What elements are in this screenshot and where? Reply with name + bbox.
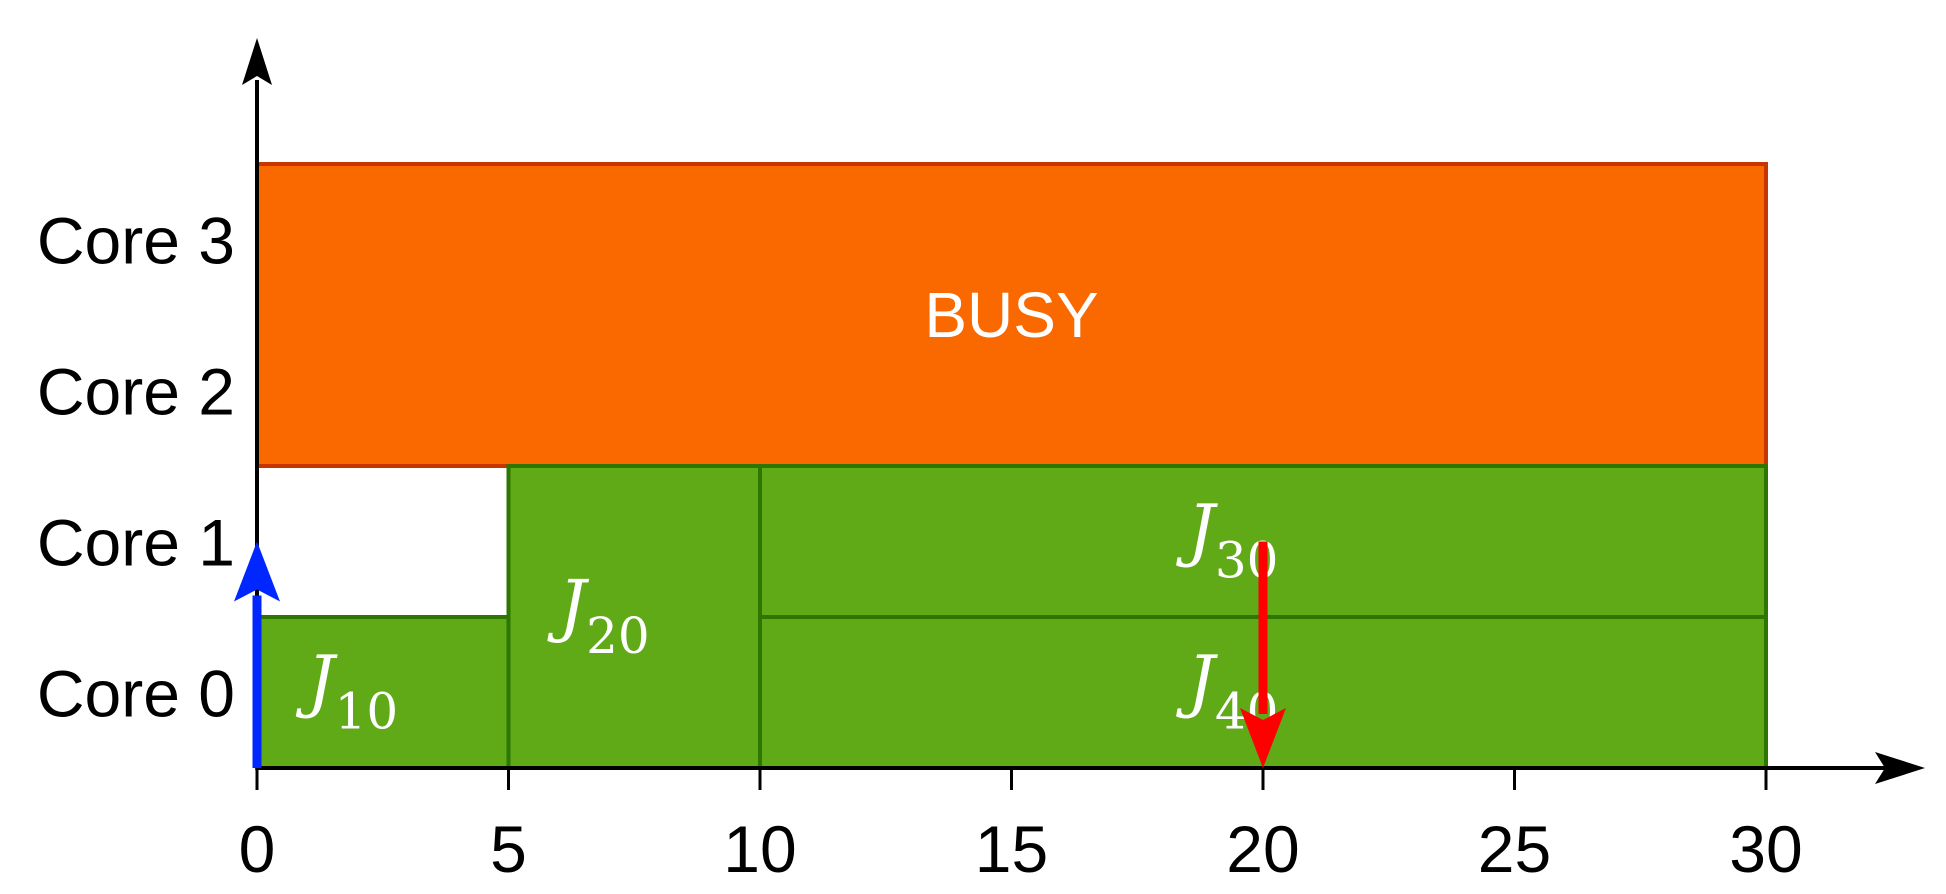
job-block-10	[255, 615, 511, 770]
busy-block	[255, 162, 1768, 468]
x-axis-ticks: 0 5 10 15 20 25 30	[239, 768, 1803, 886]
x-tick-label-0: 0	[239, 812, 276, 886]
row-label-core-1: Core 1	[37, 506, 235, 580]
x-tick-label-5: 5	[490, 812, 527, 886]
busy-label: BUSY	[924, 279, 1098, 351]
x-tick-label-10: 10	[723, 812, 796, 886]
job-label-30: J30	[1176, 492, 1279, 590]
row-label-core-2: Core 2	[37, 355, 235, 429]
event-arrows	[234, 541, 1286, 768]
y-axis-arrowhead	[242, 38, 272, 85]
job-block-20	[506, 464, 762, 770]
release-arrow	[234, 541, 280, 768]
x-tick-label-30: 30	[1729, 812, 1802, 886]
x-tick-label-25: 25	[1478, 812, 1551, 886]
x-tick-label-20: 20	[1226, 812, 1299, 886]
row-labels: Core 0 Core 1 Core 2 Core 3	[37, 204, 235, 731]
schedule-blocks: BUSYJ10J20J30J40	[255, 162, 1768, 770]
row-label-core-0: Core 0	[37, 657, 235, 731]
x-tick-label-15: 15	[975, 812, 1048, 886]
row-label-core-3: Core 3	[37, 204, 235, 278]
deadline-arrow	[1240, 541, 1286, 768]
x-axis-arrowhead	[1875, 752, 1925, 784]
